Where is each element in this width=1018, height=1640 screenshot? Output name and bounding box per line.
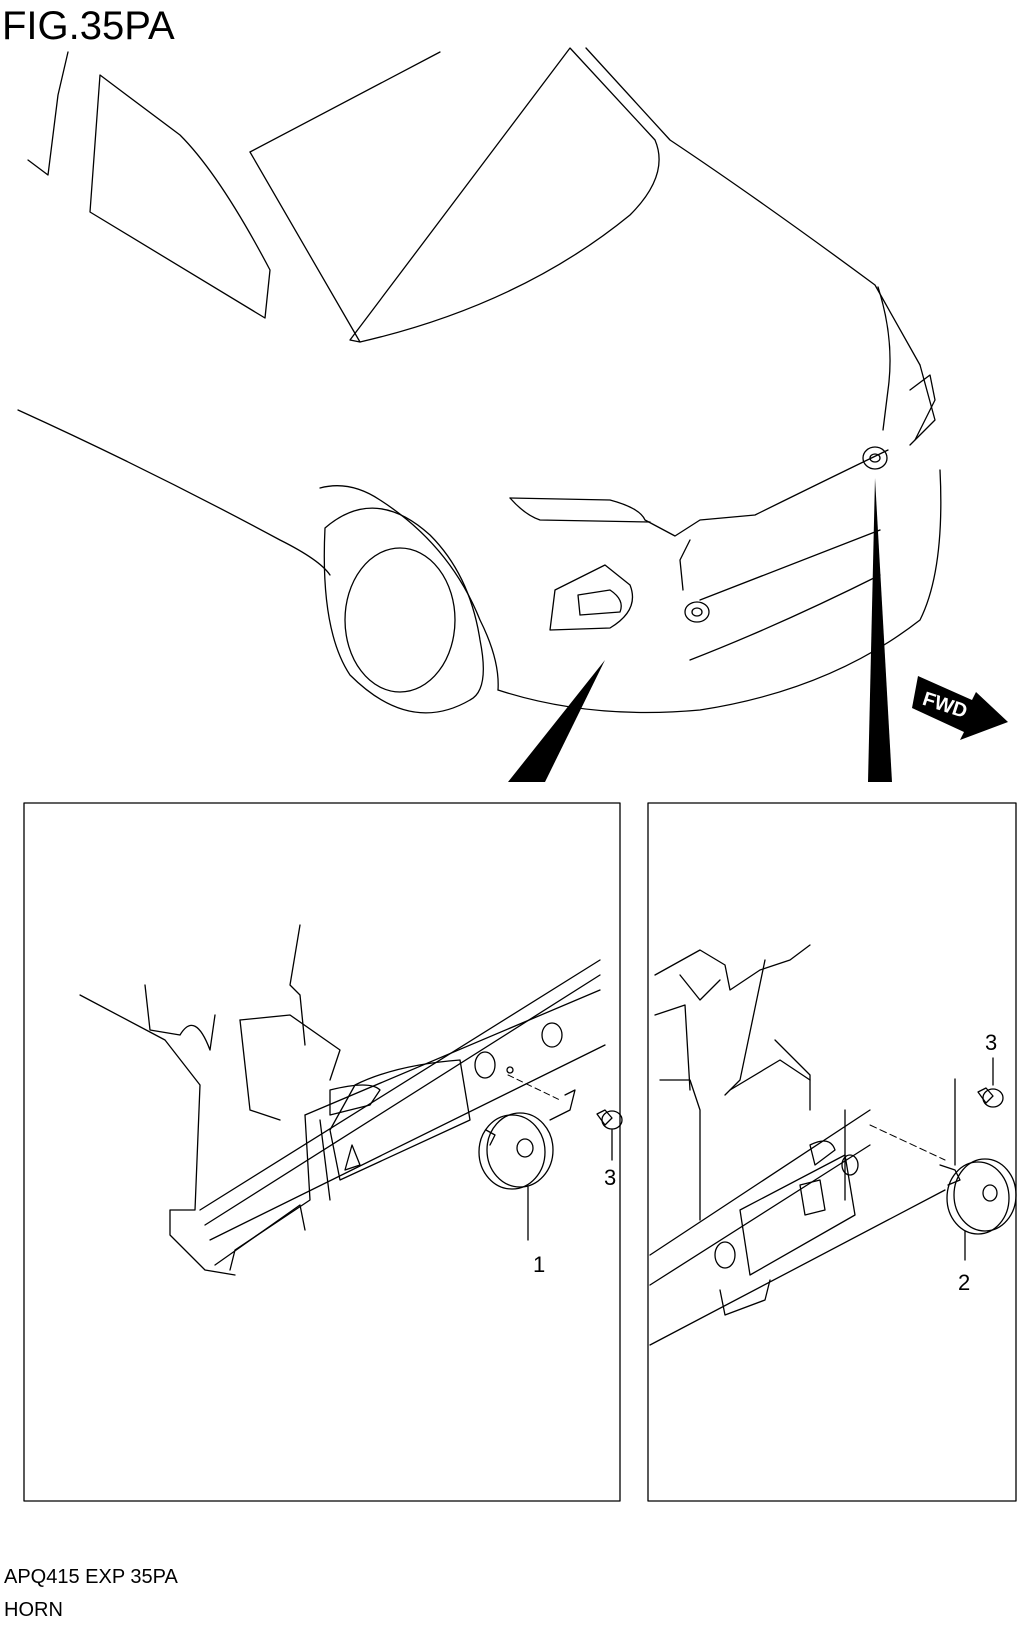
horn-right: [939, 1158, 1017, 1235]
footer-name: HORN: [4, 1599, 63, 1621]
detail-panel-left: 1 3: [23, 802, 623, 1502]
footer-code: APQ415 EXP 35PA: [4, 1566, 178, 1588]
callout-3-left: 3: [604, 1165, 616, 1190]
bolt-left: [596, 1109, 623, 1161]
car-overview: FWD: [17, 47, 1008, 782]
horn-left: [478, 1089, 576, 1190]
callout-1: 1: [533, 1252, 545, 1277]
bolt-right: [977, 1057, 1004, 1108]
detail-panel-right: 2 3: [647, 802, 1017, 1502]
figure-title: FIG.35PA: [2, 4, 175, 48]
callout-2: 2: [958, 1270, 970, 1295]
fwd-arrow-icon: FWD: [912, 676, 1008, 740]
callout-3-right: 3: [985, 1030, 997, 1055]
